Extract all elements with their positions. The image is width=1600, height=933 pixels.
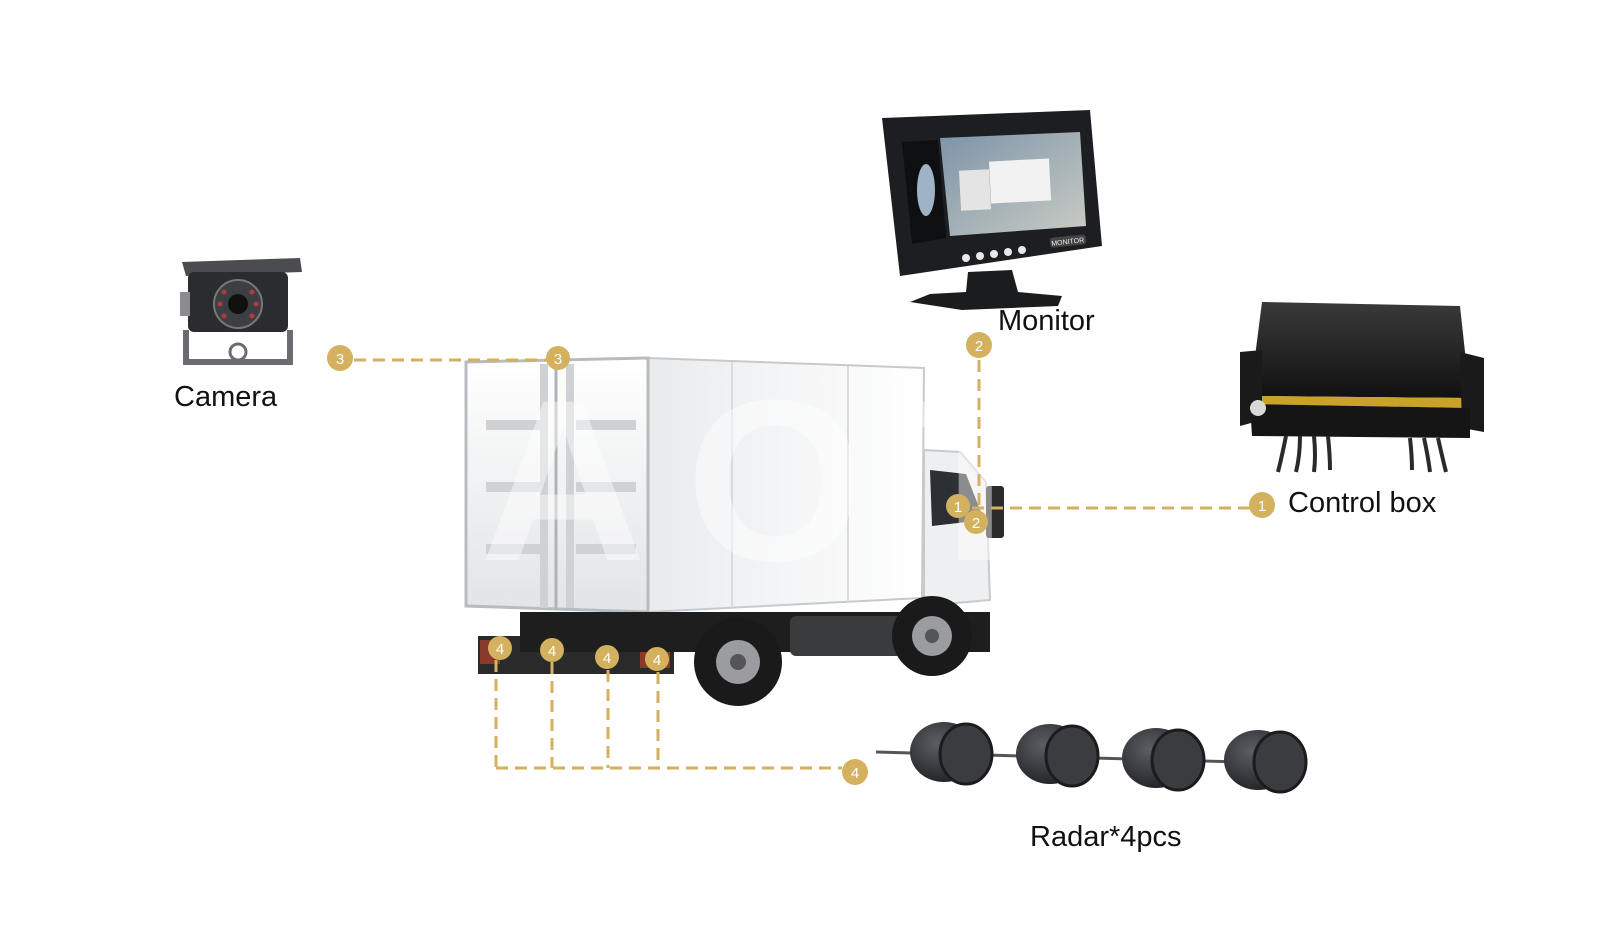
monitor-label: Monitor (998, 305, 1095, 337)
monitor-brand-text: MONITOR (1051, 237, 1084, 247)
marker-1-control-box: 1 (1249, 492, 1275, 518)
marker-2-monitor: 2 (966, 332, 992, 358)
svg-text:4: 4 (653, 652, 661, 669)
radar-sensor-icon (1016, 724, 1100, 788)
svg-text:3: 3 (336, 351, 344, 368)
connection-lines (354, 358, 1250, 770)
svg-text:3: 3 (554, 351, 562, 368)
radar-sensors (875, 722, 1308, 794)
marker-4-radar: 4 (842, 759, 868, 785)
svg-text:4: 4 (603, 650, 611, 667)
control-box-label: Control box (1288, 487, 1437, 519)
camera-label: Camera (174, 381, 278, 413)
svg-text:4: 4 (548, 643, 556, 660)
marker-4-truck-2: 4 (540, 638, 564, 662)
watermark: AOTO (480, 352, 1300, 609)
marker-2-truck: 2 (964, 510, 988, 534)
svg-text:4: 4 (496, 641, 504, 658)
camera-icon (180, 258, 302, 365)
svg-text:1: 1 (1258, 498, 1266, 515)
svg-text:4: 4 (851, 765, 859, 782)
marker-3-truck: 3 (546, 346, 570, 370)
marker-4-truck-4: 4 (645, 647, 669, 671)
svg-text:2: 2 (972, 515, 980, 532)
marker-3-camera: 3 (327, 345, 353, 371)
marker-1-truck: 1 (946, 494, 970, 518)
radar-sensor-icon (1122, 728, 1206, 792)
radar-sensor-icon (910, 722, 994, 786)
radar-sensor-icon (1224, 730, 1308, 794)
svg-text:2: 2 (975, 338, 983, 355)
monitor-icon (882, 110, 1102, 310)
svg-text:1: 1 (954, 499, 962, 516)
marker-4-truck-1: 4 (488, 636, 512, 660)
radar-label: Radar*4pcs (1030, 821, 1182, 853)
marker-4-truck-3: 4 (595, 645, 619, 669)
control-box-icon (1240, 302, 1484, 473)
truck-icon (464, 356, 1004, 706)
